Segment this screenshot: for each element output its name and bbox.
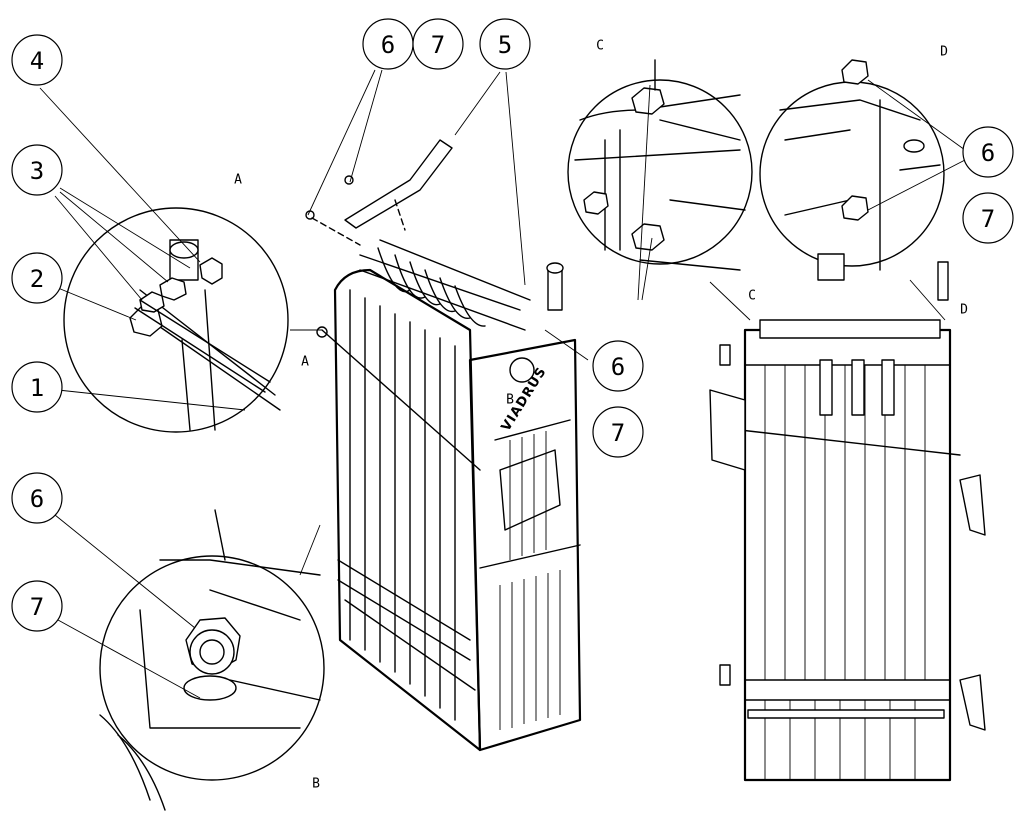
callout-6-mid: 6	[592, 340, 644, 392]
callout-4: 4	[11, 34, 63, 86]
callout-6-left: 6	[11, 472, 63, 524]
detail-c-view	[567, 59, 753, 271]
callout-6-right-text: 6	[981, 139, 995, 167]
detail-a-marker-ring	[316, 326, 328, 338]
callout-7-left: 7	[11, 580, 63, 632]
callout-6-left-text: 6	[30, 485, 44, 513]
callout-1: 1	[11, 361, 63, 413]
detail-marker-d: D	[960, 303, 968, 318]
callout-5-top-text: 5	[498, 31, 512, 59]
callout-6-top: 6	[362, 18, 414, 70]
callout-2-text: 2	[30, 265, 44, 293]
leader-lines	[39, 69, 966, 699]
detail-label-b: B	[312, 777, 320, 792]
detail-b-view	[99, 509, 325, 811]
callout-5-top: 5	[479, 18, 531, 70]
callout-4-text: 4	[30, 47, 44, 75]
boiler-isometric-view: VIADRUS	[305, 139, 582, 752]
callout-2: 2	[11, 252, 63, 304]
callout-7-right-text: 7	[981, 205, 995, 233]
detail-marker-a: A	[301, 355, 309, 370]
detail-label-c: C	[596, 39, 604, 54]
detail-a-view	[63, 207, 289, 433]
callout-1-text: 1	[30, 374, 44, 402]
callout-7-top: 7	[412, 18, 464, 70]
callout-7-right: 7	[962, 192, 1014, 244]
callout-3: 3	[11, 144, 63, 196]
callout-7-mid-text: 7	[611, 419, 625, 447]
callout-3-text: 3	[30, 157, 44, 185]
callout-7-mid: 7	[592, 406, 644, 458]
detail-label-d: D	[940, 45, 948, 60]
detail-marker-b: B	[506, 393, 514, 408]
callout-6-mid-text: 6	[611, 353, 625, 381]
boiler-side-view	[709, 261, 986, 782]
detail-marker-c: C	[748, 289, 756, 304]
callout-7-top-text: 7	[431, 31, 445, 59]
detail-d-view	[759, 59, 945, 281]
callout-7-left-text: 7	[30, 593, 44, 621]
detail-label-a: A	[234, 173, 242, 188]
callout-6-right: 6	[962, 126, 1014, 178]
callout-6-top-text: 6	[381, 31, 395, 59]
